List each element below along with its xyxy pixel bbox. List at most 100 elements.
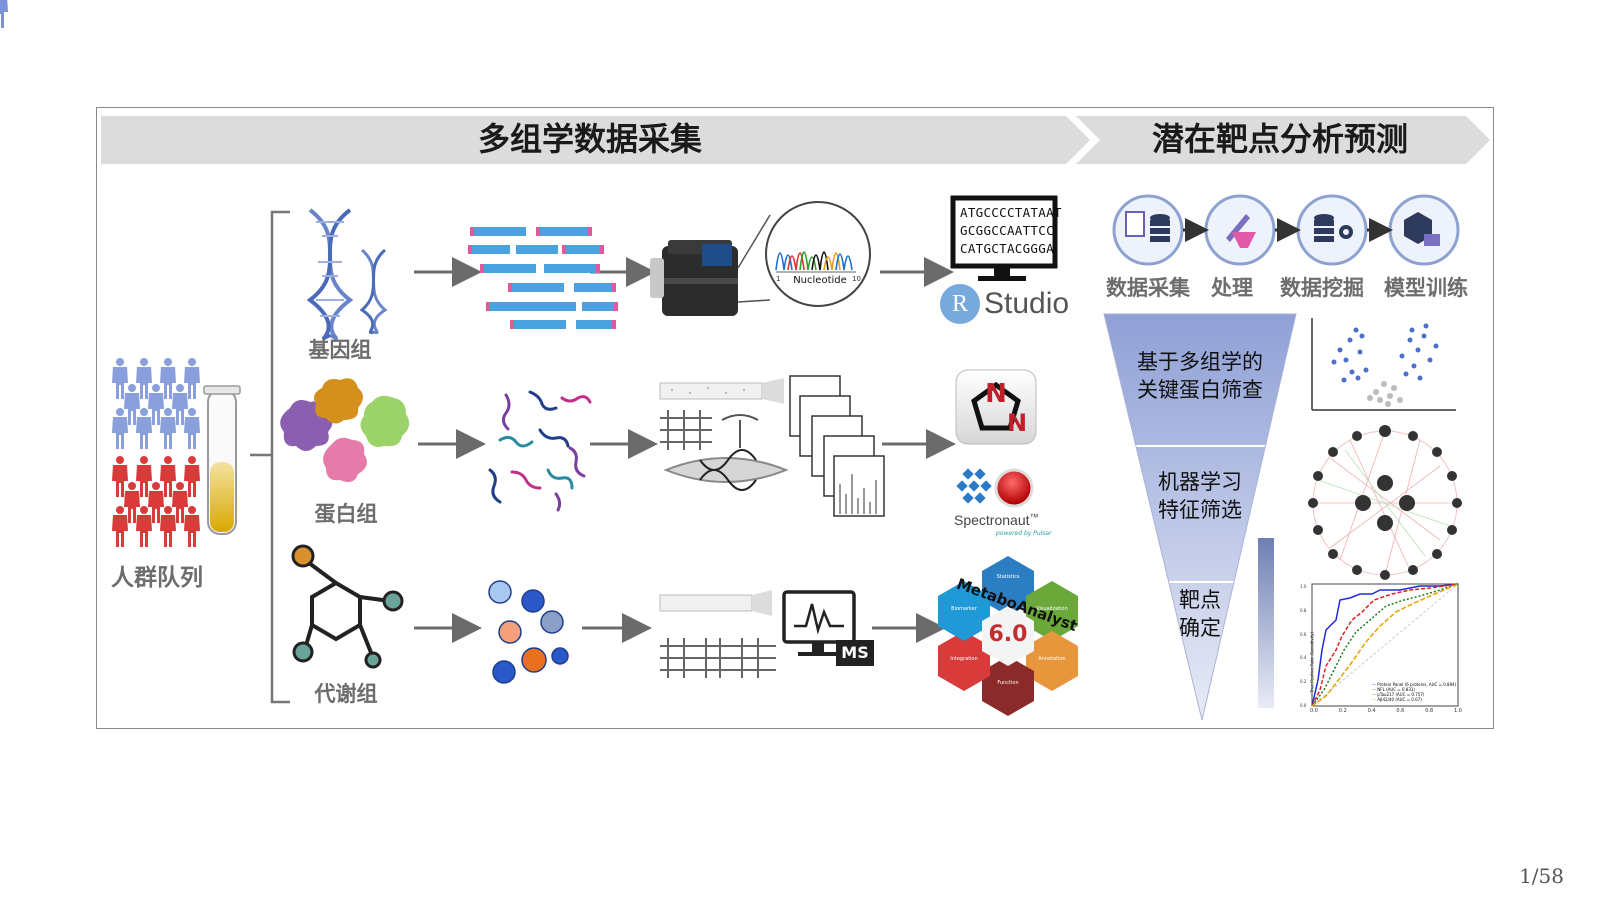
roc-legend: — Protein Panel (6 proteins, AUC = 0.894…: [1372, 682, 1456, 702]
roc-tick: 0.6: [1300, 631, 1307, 637]
sequence-line-1: ATGCCCCTATAAT: [960, 205, 1062, 220]
roc-tick: 0.0: [1310, 708, 1318, 714]
roc-legend-item: — Protein Panel (6 proteins, AUC = 0.894…: [1372, 682, 1457, 687]
spectronaut-text: Spectronaut™: [954, 512, 1039, 528]
funnel-level-3: 靶点 确定: [1162, 586, 1238, 642]
banner-right-shape: [1076, 116, 1490, 164]
lc-column-metab-icon: [659, 590, 772, 616]
funnel-level-1-line1: 基于多组学的: [1137, 350, 1263, 374]
network-diagram-thumbnail: [1308, 425, 1462, 580]
rstudio-r-letter: R: [951, 291, 968, 317]
pipeline-step-process: 处理: [1211, 276, 1253, 300]
roc-legend-item: — pTau217 (AUC = 0.757): [1372, 692, 1425, 697]
pipeline-step-mining: 数据挖掘: [1280, 276, 1364, 300]
ion-trap-icon: [663, 414, 789, 491]
pipeline-step-collect: 数据采集: [1106, 276, 1190, 300]
roc-legend-label: NFL (AUC = 0.831): [1377, 687, 1415, 692]
sequence-line-3: CATGCTACGGGA: [960, 241, 1054, 256]
banner-title-data-collection: 多组学数据采集: [477, 120, 702, 158]
dna-icon: [306, 208, 388, 341]
roc-y-ticks: 0.0 0.2 0.4 0.6 0.8 1.0: [1300, 584, 1308, 708]
metaboanalyst-seg-annotation: Annotation: [1038, 656, 1066, 662]
metabolite-molecule-icon: [291, 544, 404, 669]
omics-label-metabolome: 代谢组: [314, 682, 378, 706]
roc-legend-label: Aβ42/40 (AUC = 0.67): [1377, 697, 1422, 702]
roc-tick: 0.2: [1300, 679, 1307, 685]
metaboanalyst-seg-statistics: Statistics: [996, 574, 1020, 580]
blood-tube-icon: [203, 385, 241, 535]
volcano-plot-thumbnail: [1311, 318, 1456, 411]
metaboanalyst-seg-biomarker: Biomarker: [951, 606, 977, 612]
metaboanalyst-logo: [938, 556, 1078, 716]
metaboanalyst-version: 6.0: [988, 622, 1028, 647]
chromatogram-axis-end: 10: [852, 275, 861, 283]
sequence-line-2: GCGGCCAATTCC: [960, 223, 1054, 238]
roc-tick: 0.8: [1425, 708, 1434, 714]
mass-spectra-stack-icon: [789, 375, 885, 517]
banner-left-shape: [101, 116, 1090, 164]
fence-grid-metab-icon: [660, 638, 776, 678]
roc-tick: 0.6: [1396, 708, 1405, 714]
cohort-people-blue-icon: [0, 0, 8, 28]
roc-legend-item: — Aβ42/40 (AUC = 0.67): [1372, 697, 1422, 702]
fence-grid-icon: [660, 410, 712, 450]
cohort-bracket: [250, 210, 290, 704]
funnel-level-1-line2: 关键蛋白筛查: [1137, 378, 1263, 402]
banner-title-target-prediction: 潜在靶点分析预测: [1151, 120, 1408, 158]
ms-monitor-icon: [782, 590, 874, 666]
n-ring-letter-bottom: N: [1006, 409, 1028, 437]
omics-label-proteome: 蛋白组: [314, 502, 378, 526]
cohort-people-red-icon: [112, 456, 200, 547]
metaboanalyst-seg-visualization: Visualization: [1036, 606, 1068, 612]
cohort-people-group: [112, 358, 200, 547]
chromatogram-axis-start: 1: [776, 275, 781, 283]
roc-x-ticks: 0.0 0.2 0.4 0.6 0.8 1.0: [1310, 708, 1462, 714]
dna-fragments-icon: [468, 227, 618, 329]
figure-frame: [96, 107, 1494, 729]
roc-tick: 1.0: [1300, 584, 1307, 589]
funnel-level-2-line1: 机器学习: [1158, 470, 1242, 494]
roc-tick: 0.2: [1338, 708, 1347, 714]
chromatogram-label: Nucleotide: [793, 275, 847, 286]
roc-tick: 0.4: [1367, 708, 1376, 714]
n-ring-logo: [955, 369, 1037, 445]
roc-curve-thumbnail: [1311, 583, 1459, 707]
funnel-level-3-line1: 靶点: [1179, 588, 1221, 612]
rstudio-text: Studio: [984, 287, 1070, 320]
roc-legend-label: Protein Panel (6 proteins, AUC = 0.894): [1377, 682, 1457, 687]
metaboanalyst-seg-integration: Integration: [950, 656, 978, 662]
ms-label: MS: [841, 643, 869, 662]
sequencer-machine-icon: [650, 214, 771, 316]
protein-blobs-icon: [280, 378, 410, 482]
pipeline-icons: [1112, 194, 1460, 266]
peptide-squiggles-icon: [488, 390, 592, 512]
chromatogram-icon: [765, 201, 871, 307]
funnel-level-2-line2: 特征筛选: [1158, 498, 1242, 522]
spectronaut-tm: ™: [1029, 512, 1039, 522]
omics-label-genome: 基因组: [308, 338, 372, 362]
funnel-level-2: 机器学习 特征筛选: [1130, 468, 1270, 524]
roc-ylabel: True Positive Rate (Sensitivity): [1309, 631, 1315, 693]
metabolite-dots-icon: [488, 580, 569, 684]
spectronaut-logo: [956, 468, 1034, 508]
n-ring-letter-top: N: [985, 379, 1007, 409]
page-number: 1/58: [1519, 864, 1564, 888]
funnel-level-1: 基于多组学的 关键蛋白筛查: [1110, 348, 1290, 404]
cohort-label: 人群队列: [111, 565, 203, 591]
spectronaut-name: Spectronaut: [954, 512, 1030, 528]
metaboanalyst-seg-function: Function: [997, 680, 1019, 686]
rstudio-logo: [940, 284, 980, 324]
gradient-bar: [1258, 538, 1274, 708]
roc-legend-item: — NFL (AUC = 0.831): [1372, 687, 1415, 692]
roc-legend-label: pTau217 (AUC = 0.757): [1377, 692, 1425, 697]
funnel-level-3-line2: 确定: [1179, 616, 1221, 640]
pipeline-step-training: 模型训练: [1384, 276, 1468, 300]
screening-funnel: [1103, 313, 1297, 721]
sequence-monitor-icon: [950, 195, 1058, 281]
spectronaut-subtext: powered by Pulsar: [996, 530, 1052, 537]
roc-tick: 0.0: [1300, 702, 1307, 708]
roc-tick: 1.0: [1453, 708, 1462, 714]
roc-tick: 0.8: [1300, 607, 1307, 613]
roc-tick: 0.4: [1300, 655, 1307, 661]
